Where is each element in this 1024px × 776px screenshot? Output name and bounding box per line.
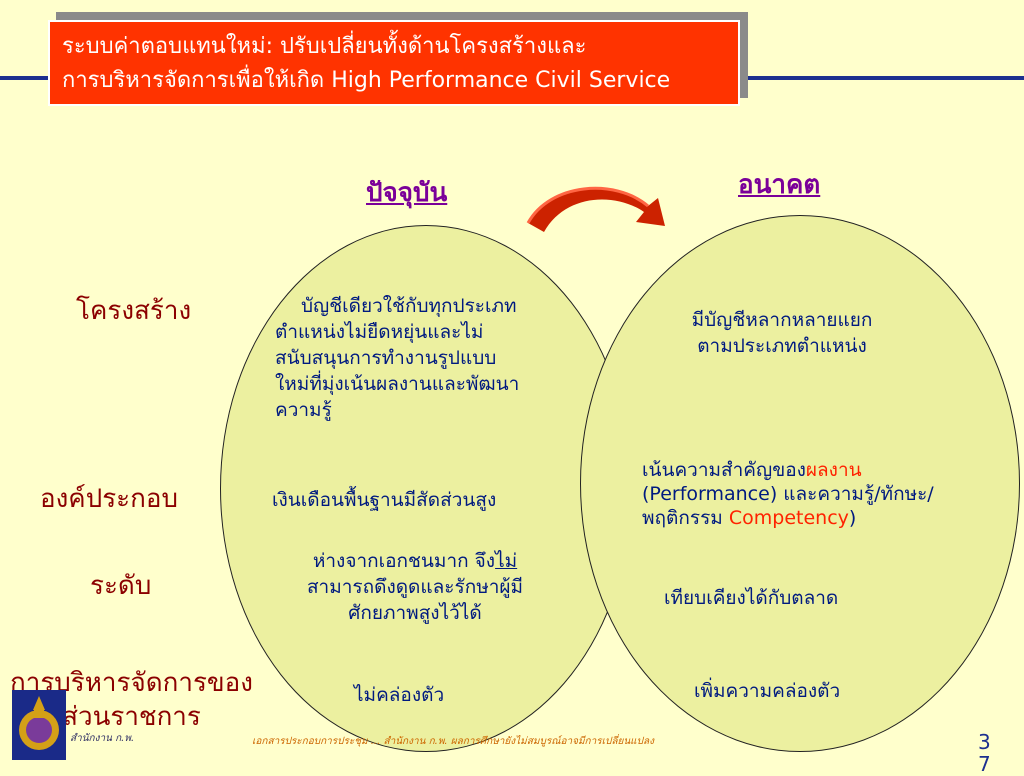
row-label-structure: โครงสร้าง — [76, 296, 192, 326]
future-components-line: เน้นความสำคัญของ — [642, 459, 806, 481]
future-level-text: เทียบเคียงได้กับตลาด — [664, 587, 839, 609]
current-level-line: สามารถดึงดูดและรักษาผู้มี — [306, 576, 524, 598]
future-structure-line: ตามประเภทตำแหน่ง — [697, 335, 867, 357]
heading-future: อนาคต — [738, 170, 821, 200]
footer-agency: สำนักงาน ก.พ. — [70, 733, 135, 744]
future-management-text: เพิ่มความคล่องตัว — [694, 680, 841, 702]
current-structure-line: สนับสนุนการทำงานรูปแบบ — [275, 347, 497, 369]
heading-current: ปัจจุบัน — [366, 178, 448, 208]
ellipse-current — [220, 225, 632, 752]
future-components-highlight: ผลงาน — [805, 459, 862, 481]
current-structure-line: บัญชีเดียวใช้กับทุกประเภท — [301, 295, 517, 317]
page-number-line2: 7 — [978, 752, 991, 776]
current-level-line: ห่างจากเอกชนมาก จึง — [312, 550, 496, 572]
slide-title-line1: ระบบค่าตอบแทนใหม่: ปรับเปลี่ยนทั้งด้านโค… — [62, 34, 587, 59]
page-number: 3 7 — [978, 731, 991, 775]
slide-title-line2: การบริหารจัดการเพื่อให้เกิด High Perform… — [62, 68, 671, 93]
curved-arrow-icon — [526, 186, 665, 232]
future-structure-line: มีบัญชีหลากหลายแยก — [691, 309, 873, 331]
current-level-text: ห่างจากเอกชนมาก จึงไม่ สามารถดึงดูดและรั… — [270, 548, 560, 626]
row-label-management-line2: ส่วนราชการ — [62, 702, 201, 732]
agency-logo — [12, 690, 66, 760]
future-components-text: เน้นความสำคัญของผลงาน (Performance) และค… — [642, 458, 992, 530]
current-structure-line: ตำแหน่งไม่ยืดหยุ่นและไม่ — [275, 321, 484, 343]
current-level-line: ศักยภาพสูงไว้ได้ — [348, 602, 482, 624]
current-structure-text: บัญชีเดียวใช้กับทุกประเภท ตำแหน่งไม่ยืดห… — [275, 293, 605, 423]
future-components-line: (Performance) — [642, 483, 784, 505]
future-components-line: ) — [848, 507, 857, 529]
current-structure-line: ใหม่ที่มุ่งเน้นผลงานและพัฒนา — [275, 373, 520, 395]
row-label-level: ระดับ — [90, 571, 152, 601]
current-level-emphasis: ไม่ — [495, 550, 518, 572]
ellipse-future — [580, 215, 1020, 752]
current-components-text: เงินเดือนพื้นฐานมีสัดส่วนสูง — [272, 489, 497, 511]
current-structure-line: ความรู้ — [275, 399, 332, 421]
page-number-line1: 3 — [978, 730, 991, 754]
future-components-highlight: Competency — [728, 507, 849, 529]
row-label-components: องค์ประกอบ — [40, 484, 178, 514]
slide-title: ระบบค่าตอบแทนใหม่: ปรับเปลี่ยนทั้งด้านโค… — [48, 20, 740, 106]
future-components-line: พฤติกรรม — [642, 507, 729, 529]
current-management-text: ไม่คล่องตัว — [354, 684, 445, 706]
future-structure-text: มีบัญชีหลากหลายแยก ตามประเภทตำแหน่ง — [652, 307, 912, 359]
future-components-line: และความรู้/ทักษะ/ — [783, 483, 934, 505]
footer-note: เอกสารประกอบการประชุม ... สำนักงาน ก.พ. … — [252, 736, 654, 747]
